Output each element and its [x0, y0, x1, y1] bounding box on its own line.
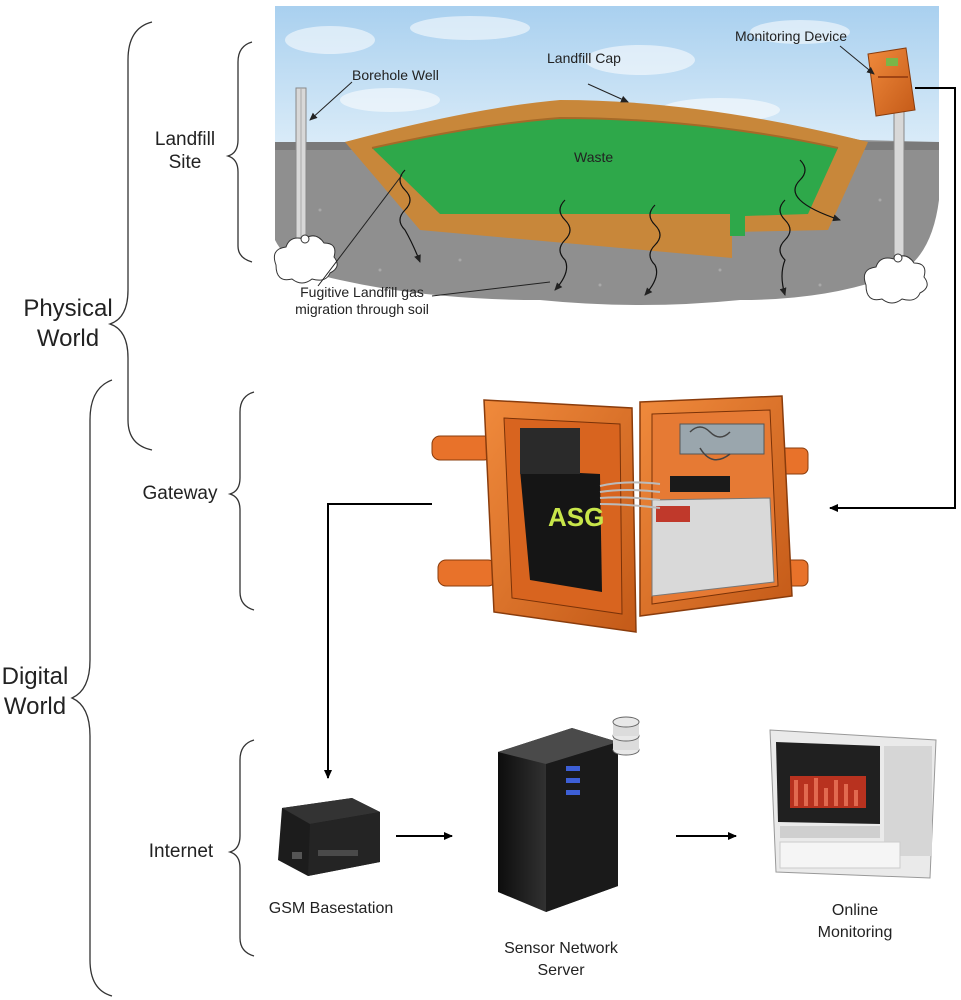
landfill-scene: [273, 6, 939, 305]
gateway-brace: [227, 391, 255, 611]
landfill-cap-label: Landfill Cap: [547, 50, 621, 66]
gas-cloud-icon: [273, 234, 338, 284]
gsm-basestation-label: GSM Basestation: [268, 900, 394, 917]
internet-brace: [227, 739, 255, 957]
digital-world-brace: [70, 379, 113, 997]
waste-label: Waste: [574, 149, 614, 165]
internet-label: Internet: [148, 841, 214, 862]
monitor-screen-icon: [769, 729, 937, 879]
database-icon: [612, 716, 640, 756]
borehole-well-label: Borehole Well: [352, 67, 439, 83]
monitoring-device-label: Monitoring Device: [735, 28, 848, 44]
gateway-logo-text: ASG: [548, 502, 605, 532]
landfill-site-brace: [225, 41, 253, 263]
connector-lines: [324, 87, 956, 840]
gateway-label: Gateway: [142, 483, 218, 504]
borehole-well-icon: [295, 87, 307, 239]
server-icon: [498, 728, 618, 912]
gsm-modem-icon: [278, 798, 380, 876]
gas-cloud-icon: [863, 253, 928, 304]
gateway-enclosure-icon: [431, 395, 809, 633]
physical-world-brace: [107, 21, 153, 451]
